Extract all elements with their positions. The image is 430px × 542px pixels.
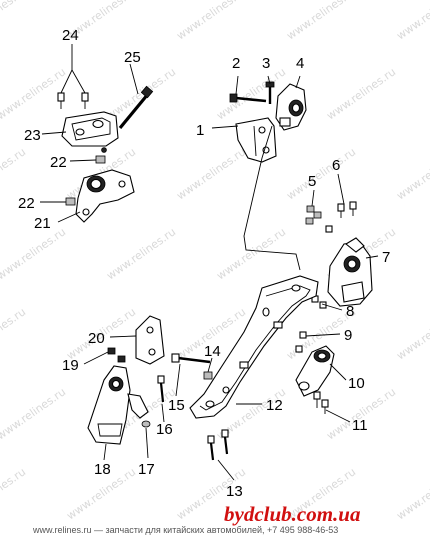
watermark-text: www.relines.ru — [394, 145, 430, 202]
bracket-23 — [61, 111, 119, 153]
watermark-text: www.relines.ru — [394, 305, 430, 362]
bolts-9 — [295, 331, 307, 353]
washer-17 — [141, 420, 151, 428]
bolts-5 — [305, 205, 322, 225]
callout-9: 9 — [344, 327, 352, 344]
bolt-24-right — [81, 92, 89, 109]
site-logo: bydclub.com.ua — [224, 502, 361, 526]
callout-13: 13 — [226, 483, 243, 500]
watermark-text: www.relines.ru — [284, 0, 358, 42]
callout-20: 20 — [88, 330, 105, 347]
callouts: 1 2 3 4 5 6 7 8 9 10 11 12 13 14 15 16 1… — [18, 27, 390, 500]
callout-22-lower: 22 — [18, 195, 35, 212]
bolts-13 — [207, 429, 229, 461]
callout-4: 4 — [296, 55, 304, 72]
mount-21 — [75, 169, 135, 223]
watermark-text: www.relines.ru — [394, 465, 430, 522]
bolts-8 — [311, 295, 327, 309]
callout-18: 18 — [94, 461, 111, 478]
bracket-20 — [135, 315, 165, 365]
bolts-6 — [325, 201, 357, 233]
footer-contact-text: www.relines.ru — запчасти для китайских … — [33, 525, 339, 535]
callout-2: 2 — [232, 55, 240, 72]
watermark-text: www.relines.ru — [394, 0, 430, 42]
callout-23: 23 — [24, 127, 41, 144]
callout-3: 3 — [262, 55, 270, 72]
bolts-19 — [107, 347, 126, 363]
watermark-text: www.relines.ru — [174, 145, 248, 202]
callout-21: 21 — [34, 215, 51, 232]
watermark-text: www.relines.ru — [0, 385, 68, 442]
callout-24: 24 — [62, 27, 79, 44]
callout-11: 11 — [352, 417, 368, 434]
watermark-text: www.relines.ru — [284, 145, 358, 202]
callout-14: 14 — [204, 343, 221, 360]
bolt-24-left — [57, 92, 65, 109]
watermark-text: www.relines.ru — [0, 465, 28, 522]
subframe-12 — [189, 275, 319, 419]
watermark-text: www.relines.ru — [0, 0, 28, 42]
watermark-text: www.relines.ru — [0, 225, 68, 282]
callout-10: 10 — [348, 375, 365, 392]
long-bolt-25 — [118, 85, 154, 130]
nut-14 — [203, 371, 213, 380]
long-bolt-15 — [171, 353, 211, 364]
watermark-text: www.relines.ru — [104, 65, 178, 122]
lower-left-mount-group — [87, 315, 213, 445]
callout-25: 25 — [124, 49, 141, 66]
bolts-11 — [313, 391, 329, 414]
mount-7 — [327, 237, 373, 307]
mount-4 — [275, 83, 307, 131]
torque-arm-10 — [295, 345, 335, 397]
callout-17: 17 — [138, 461, 155, 478]
callout-6: 6 — [332, 157, 340, 174]
callout-15: 15 — [168, 397, 185, 414]
callout-12: 12 — [266, 397, 283, 414]
watermark-text: www.relines.ru — [104, 225, 178, 282]
callout-5: 5 — [308, 173, 316, 190]
callout-7: 7 — [382, 249, 390, 266]
watermark-text: www.relines.ru — [324, 65, 398, 122]
watermark-text: www.relines.ru — [214, 225, 288, 282]
callout-16: 16 — [156, 421, 173, 438]
upper-left-mount-group — [57, 85, 154, 223]
watermark-text: www.relines.ru — [174, 0, 248, 42]
bracket-1 — [235, 117, 277, 163]
mount-18 — [87, 365, 149, 445]
nut-22-upper — [95, 155, 106, 164]
callout-22-upper: 22 — [50, 154, 67, 171]
nut-22-lower — [65, 197, 76, 206]
leader-lines — [40, 44, 379, 481]
watermark-text: www.relines.ru — [0, 145, 28, 202]
callout-19: 19 — [62, 357, 79, 374]
callout-8: 8 — [346, 303, 354, 320]
footer: www.relines.ru — запчасти для китайских … — [0, 520, 430, 542]
upper-right-mount-group — [229, 81, 373, 309]
bolt-3 — [265, 81, 275, 104]
watermark-text: www.relines.ru — [0, 305, 28, 362]
bolt-2 — [229, 93, 267, 103]
callout-1: 1 — [196, 122, 204, 139]
bolt-16 — [157, 375, 165, 403]
